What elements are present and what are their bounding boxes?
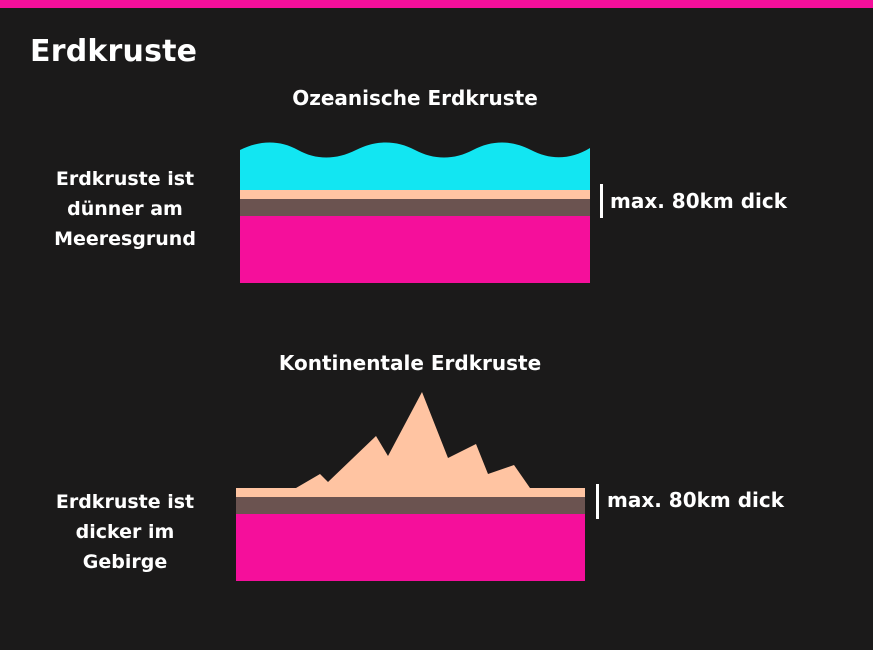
- oceanic-mantle-layer: [240, 216, 590, 283]
- continental-crust-diagram: [236, 392, 585, 581]
- oceanic-rock-layer: [240, 199, 590, 216]
- oceanic-description-line-1: Erdkruste ist: [55, 168, 195, 190]
- continental-description-line-2: dicker im: [75, 521, 175, 543]
- oceanic-description: Erdkruste ist dünner am Meeresgrund: [25, 164, 225, 254]
- continental-thickness-label: max. 80km dick: [607, 488, 785, 512]
- continental-thickness-marker: [596, 484, 599, 519]
- oceanic-crust-layer: [240, 190, 590, 199]
- oceanic-crust-title: Ozeanische Erdkruste: [292, 86, 538, 110]
- continental-description-line-1: Erdkruste ist: [55, 491, 195, 513]
- continental-rock-layer: [236, 497, 585, 514]
- oceanic-thickness-label: max. 80km dick: [610, 189, 788, 213]
- page-title: Erdkruste: [30, 34, 198, 69]
- continental-description-line-3: Gebirge: [82, 551, 168, 573]
- continental-mantle-layer: [236, 514, 585, 581]
- oceanic-description-line-2: dünner am: [67, 198, 183, 220]
- top-accent-bar: [0, 0, 873, 8]
- oceanic-thickness-marker: [600, 184, 603, 218]
- continental-crust-title: Kontinentale Erdkruste: [278, 351, 542, 375]
- oceanic-crust-diagram: [240, 142, 590, 283]
- ocean-water: [240, 142, 590, 190]
- mountain-range: [236, 392, 585, 497]
- oceanic-description-line-3: Meeresgrund: [54, 228, 196, 250]
- continental-description: Erdkruste ist dicker im Gebirge: [25, 487, 225, 577]
